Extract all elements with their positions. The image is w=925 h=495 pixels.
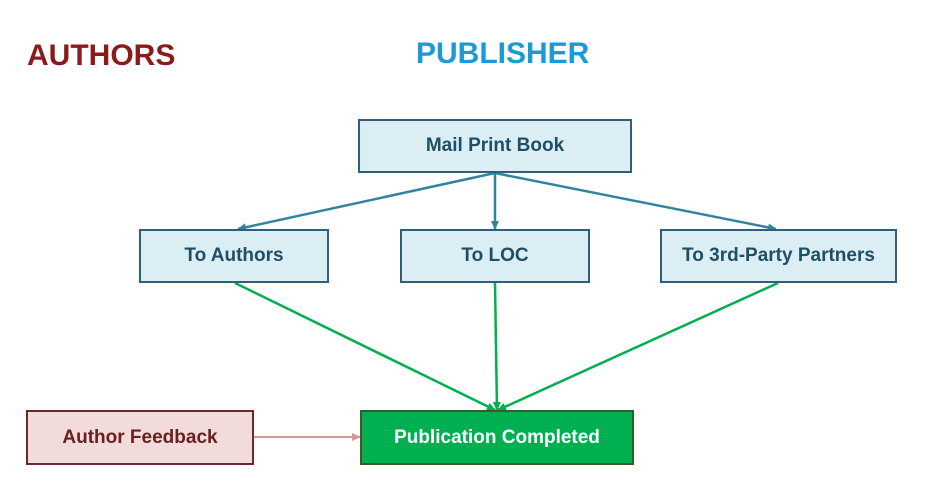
arrow-mail-to-authors <box>237 171 496 232</box>
mail-print-book-label: Mail Print Book <box>425 135 565 156</box>
mail-print-book-box: Mail Print Book <box>358 119 632 173</box>
authors-lane-title: AUTHORS <box>27 39 176 72</box>
publication-completed-label: Publication Completed <box>394 426 600 448</box>
to-loc-box: To LOC <box>400 229 590 283</box>
author-feedback-label: Author Feedback <box>62 426 218 448</box>
arrow-loc-to-complete <box>492 282 501 411</box>
arrow-partners-to-complete <box>497 281 779 412</box>
publisher-lane-title: PUBLISHER <box>416 37 590 70</box>
to-partners-label: To 3rd-Party Partners <box>682 245 875 266</box>
author-feedback-box: Author Feedback <box>26 410 254 465</box>
publication-completed-box: Publication Completed <box>360 410 634 465</box>
arrow-authors-to-complete <box>234 281 496 412</box>
to-authors-label: To Authors <box>184 245 284 266</box>
to-partners-box: To 3rd-Party Partners <box>660 229 897 283</box>
to-loc-label: To LOC <box>461 245 529 266</box>
arrow-mail-to-partners <box>494 171 777 232</box>
to-authors-box: To Authors <box>139 229 329 283</box>
